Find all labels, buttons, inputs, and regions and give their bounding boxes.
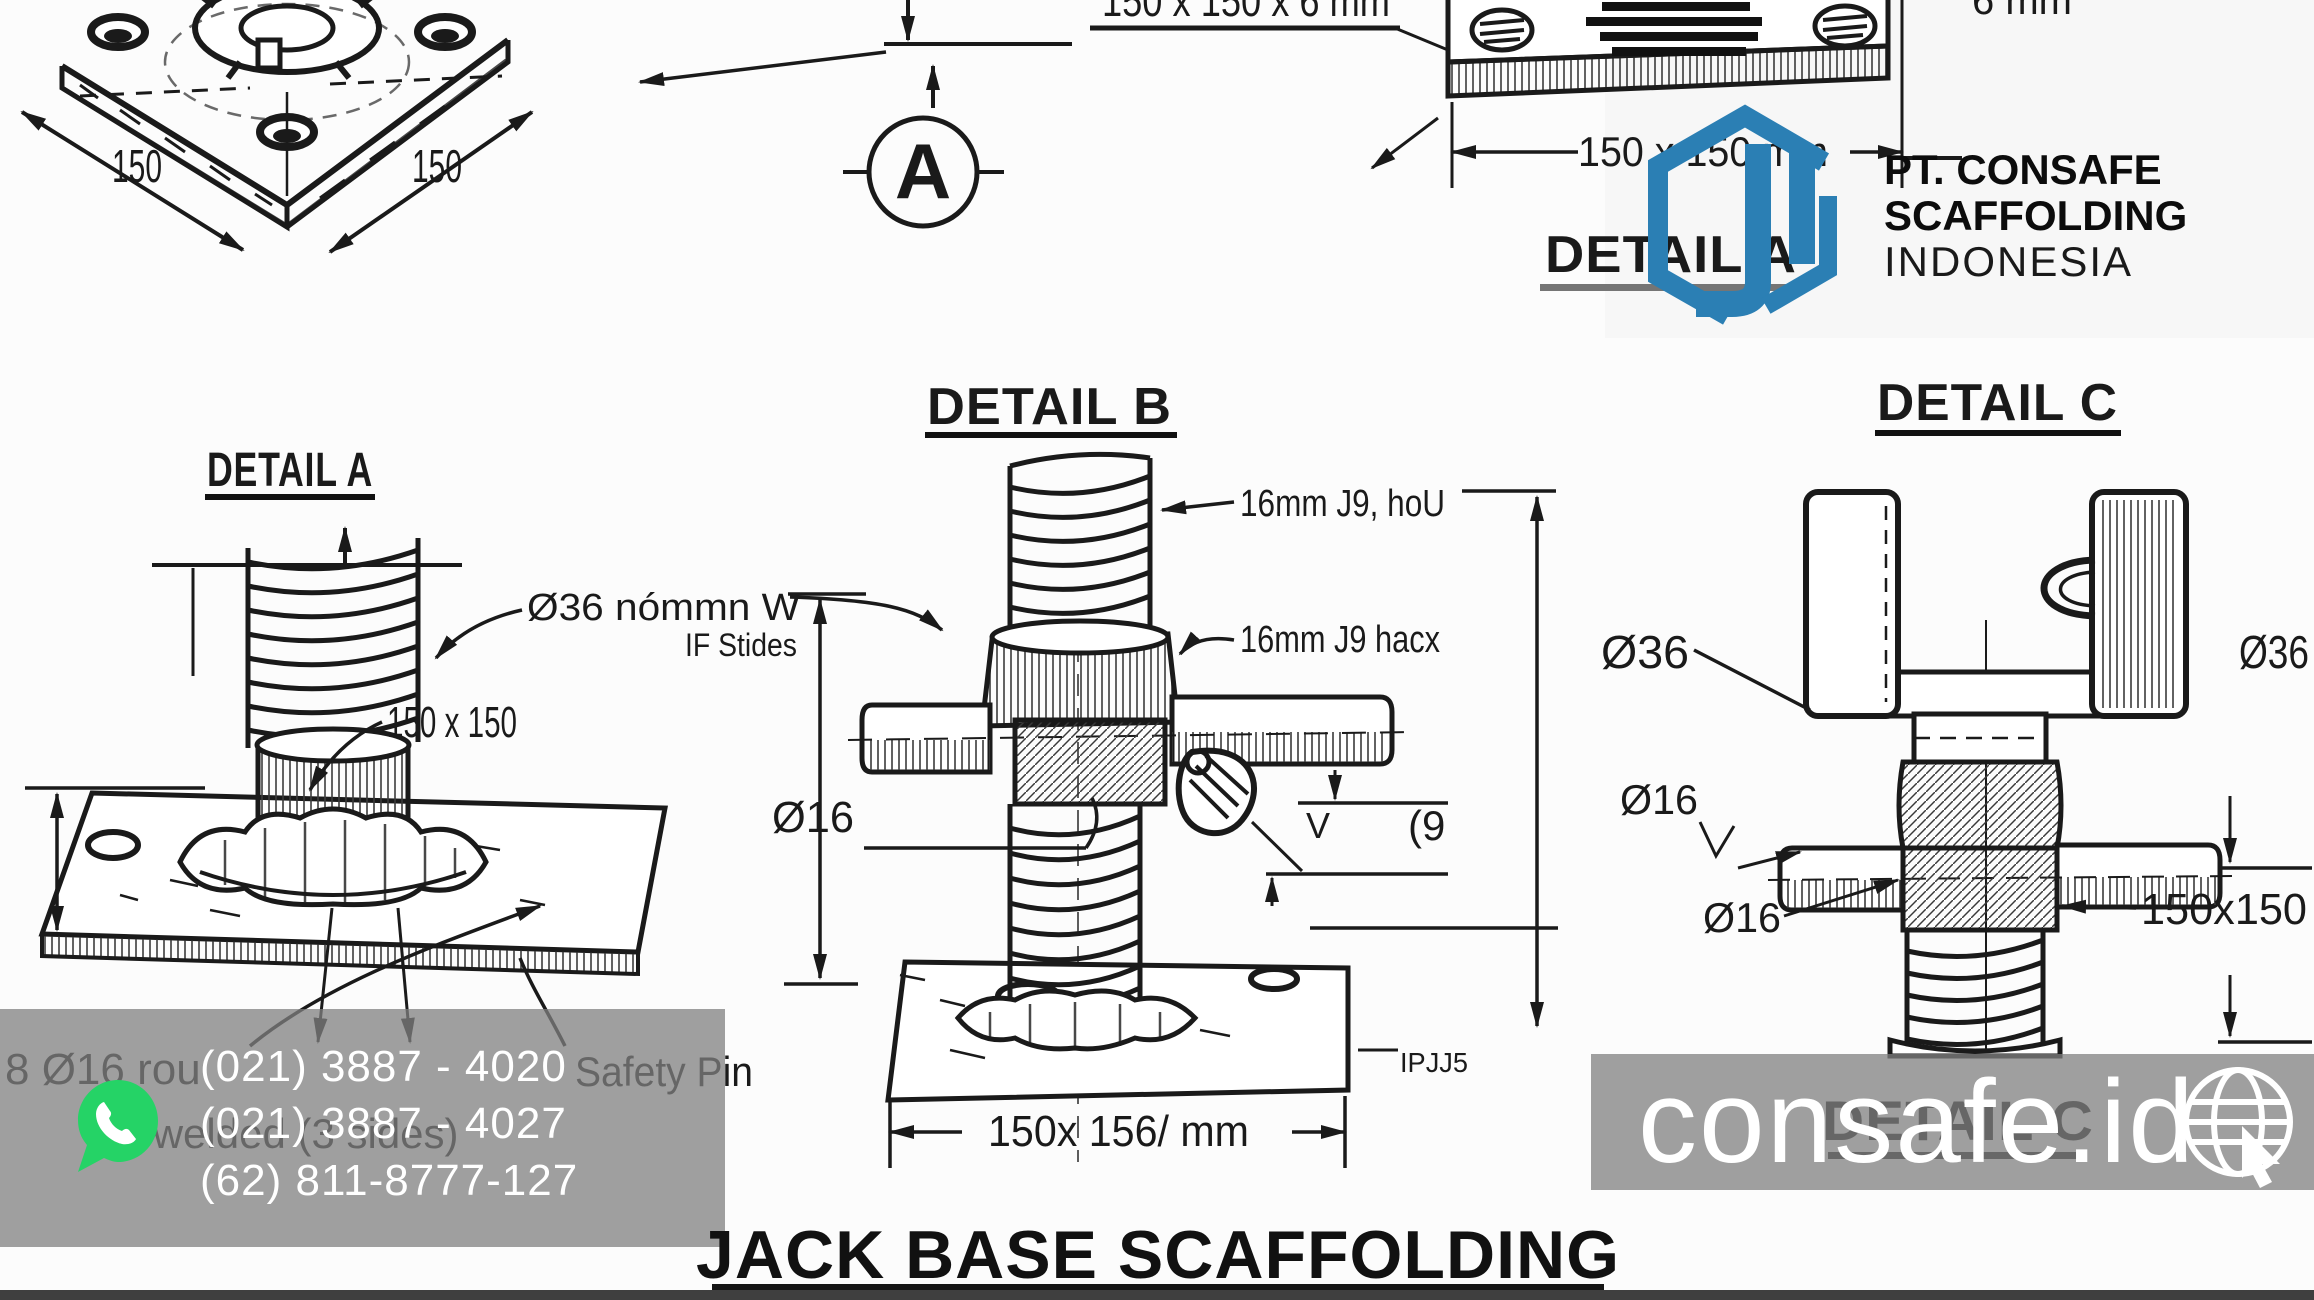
section-callout-letter: A (895, 127, 951, 215)
phone-number-2: (021) 3887 - 4027 (200, 1099, 567, 1148)
plate-size-label: 150 x 150 x 6 mm (1102, 0, 1390, 26)
detail-b-stamp: IPJJ5 (1400, 1047, 1468, 1078)
detail-a-dia-label2: IF Stides (685, 627, 797, 663)
phone-number-3: (62) 811-8777-127 (200, 1156, 579, 1205)
company-name-line2: SCAFFOLDING (1884, 192, 2188, 239)
website-text: consafe.id (1638, 1056, 2196, 1188)
detail-a-view: DETAIL A (5, 444, 944, 1157)
detail-a-plate-label: 150 x 150 (387, 698, 517, 747)
detail-b-hack-label: 16mm J9 hacx (1240, 619, 1440, 661)
phone-number-1: (021) 3887 - 4020 (200, 1042, 567, 1091)
detail-c-plate-label: 150x150 (2141, 885, 2307, 934)
globe-cursor-icon (2183, 1067, 2293, 1188)
detail-a-dia-label: Ø36 nómmn W (527, 587, 800, 629)
detail-b-gap-label: (9 (1408, 802, 1445, 849)
detail-b-base-dim: 150x 156/ mm (988, 1107, 1249, 1156)
plan-dim-left: 150 (112, 140, 162, 192)
plan-dim-right: 150 (412, 140, 462, 192)
detail-c-dia36-left: Ø36 (1601, 626, 1689, 678)
detail-a-heading: DETAIL A (207, 444, 373, 497)
detail-c-dia16-lower: Ø16 (1703, 894, 1781, 941)
detail-c-view: DETAIL C (1601, 374, 2312, 1159)
company-name-line3: INDONESIA (1884, 238, 2134, 285)
plate-thickness-dim: 6 mm (1972, 0, 2072, 23)
sheet-title-underline (712, 1284, 1604, 1291)
plan-view: 150 150 A (20, 0, 1072, 254)
detail-b-hole-label: 16mm J9, hoU (1240, 483, 1445, 525)
detail-c-dia36-right: Ø36 (2239, 626, 2309, 678)
detail-b-dia-label: Ø16 (772, 793, 854, 842)
detail-c-dia16-upper: Ø16 (1620, 776, 1698, 823)
sheet-title: JACK BASE SCAFFOLDING (696, 1217, 1620, 1293)
company-name-line1: PT. CONSAFE (1884, 146, 2162, 193)
detail-c-heading: DETAIL C (1877, 374, 2118, 432)
detail-b-v-mark: V (1306, 805, 1330, 846)
detail-b-heading: DETAIL B (927, 378, 1172, 436)
whatsapp-icon (78, 1080, 158, 1172)
detail-b-view: DETAIL B (772, 378, 1558, 1168)
bottom-edge-strip (0, 1290, 2314, 1300)
company-logo-icon (1648, 104, 1837, 325)
